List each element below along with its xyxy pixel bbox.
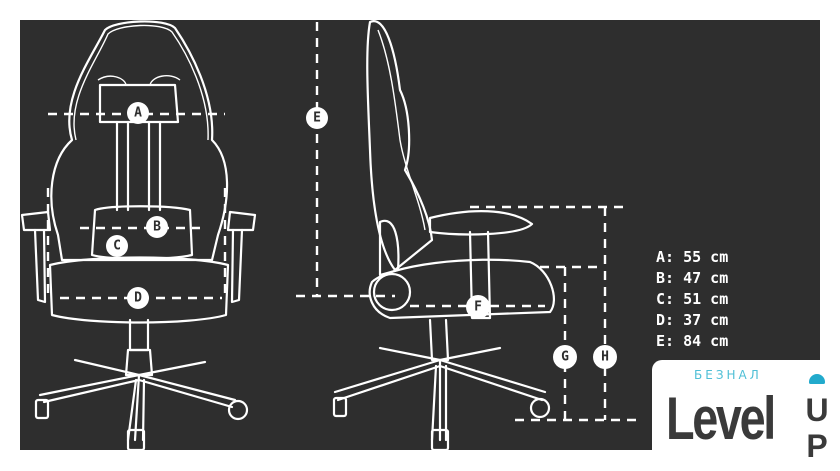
logo-up-p: P bbox=[806, 428, 828, 464]
svg-text:B: B bbox=[153, 220, 161, 235]
logo-accent-icon bbox=[809, 374, 825, 384]
svg-text:C: C bbox=[113, 239, 121, 254]
label-d: D bbox=[127, 287, 149, 309]
label-c: C bbox=[106, 235, 128, 257]
dimension-d: D: 37 cm bbox=[656, 311, 729, 329]
logo-up: U P bbox=[802, 392, 832, 464]
logo-up-u: U bbox=[805, 392, 829, 428]
front-view-chair bbox=[20, 20, 257, 452]
logo-main-text: Level bbox=[666, 385, 776, 452]
label-e: E bbox=[306, 107, 328, 129]
svg-text:G: G bbox=[561, 350, 569, 365]
svg-text:E: E bbox=[313, 111, 321, 126]
dimension-b: B: 47 cm bbox=[656, 269, 729, 287]
svg-text:A: A bbox=[134, 106, 142, 121]
label-f: F bbox=[466, 295, 490, 319]
label-h: H bbox=[593, 345, 617, 369]
dimension-a: A: 55 cm bbox=[656, 248, 729, 266]
svg-text:F: F bbox=[474, 300, 482, 315]
dimension-c: C: 51 cm bbox=[656, 290, 729, 308]
logo-subtitle: БЕЗНАЛ bbox=[694, 368, 762, 382]
label-b: B bbox=[146, 216, 168, 238]
label-g: G bbox=[553, 345, 577, 369]
dimension-e: E: 84 cm bbox=[656, 332, 729, 350]
svg-text:H: H bbox=[601, 350, 609, 365]
dimensions-list: A: 55 cm B: 47 cm C: 51 cm D: 37 cm E: 8… bbox=[656, 247, 728, 352]
side-view-chair bbox=[332, 20, 555, 452]
label-a: A bbox=[127, 102, 149, 124]
levelup-logo: БЕЗНАЛ Level U P bbox=[652, 360, 840, 471]
svg-text:D: D bbox=[134, 291, 142, 306]
